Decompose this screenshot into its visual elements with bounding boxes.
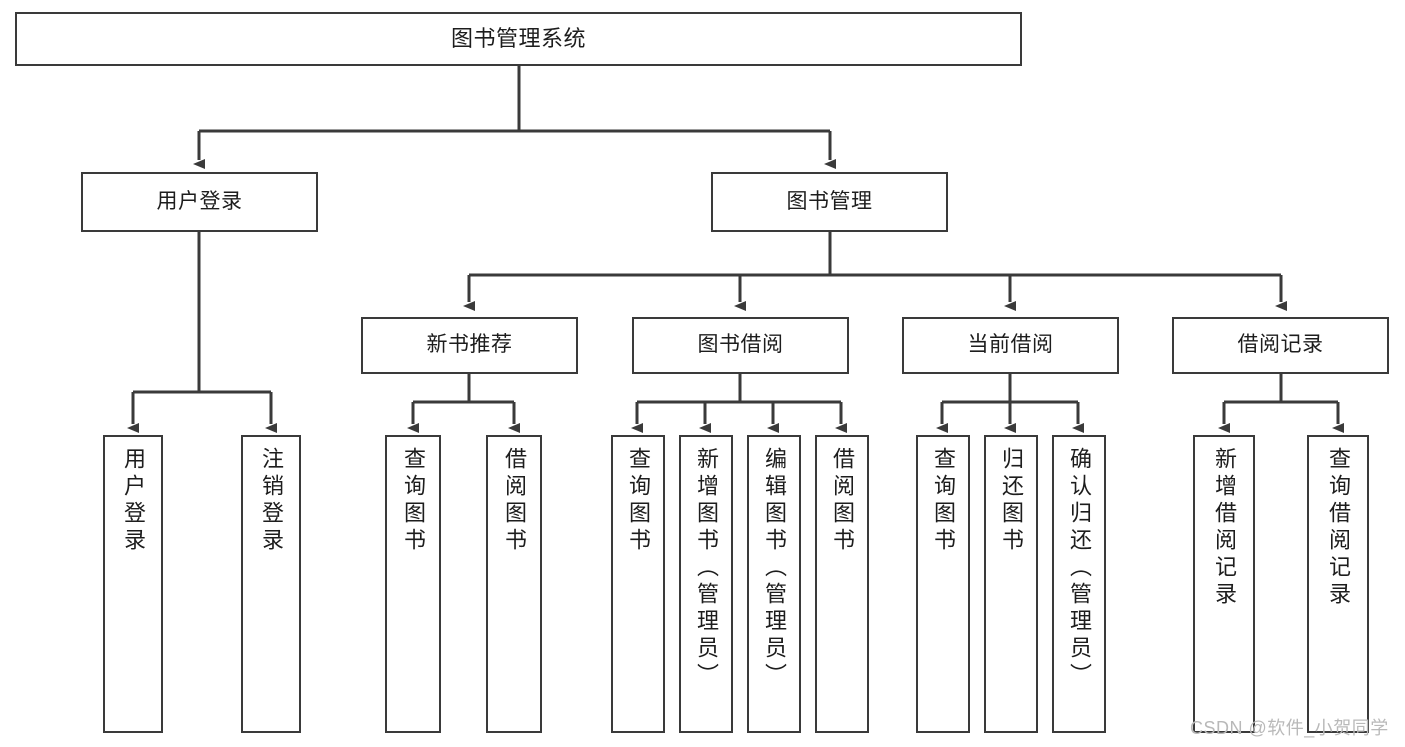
node-label: 借阅图书 bbox=[830, 447, 855, 555]
leaf-user-login-login[interactable]: 用户登录 bbox=[103, 435, 163, 733]
leaf-recommend-query-book[interactable]: 查询图书 bbox=[385, 435, 441, 733]
csdn-watermark: CSDN @软件_小贺同学 bbox=[1190, 718, 1389, 738]
node-label: 图书管理 bbox=[786, 189, 873, 213]
node-root-system[interactable]: 图书管理系统 bbox=[15, 12, 1022, 66]
leaf-record-query-record[interactable]: 查询借阅记录 bbox=[1307, 435, 1369, 733]
node-current-borrow[interactable]: 当前借阅 bbox=[902, 317, 1119, 374]
node-label: 新增图书（管理员） bbox=[694, 447, 719, 690]
node-label: 新书推荐 bbox=[426, 333, 513, 357]
node-label: 查询借阅记录 bbox=[1326, 447, 1351, 609]
leaf-borrow-edit-book[interactable]: 编辑图书（管理员） bbox=[747, 435, 801, 733]
leaf-recommend-borrow-book[interactable]: 借阅图书 bbox=[486, 435, 542, 733]
leaf-record-add-record[interactable]: 新增借阅记录 bbox=[1193, 435, 1255, 733]
node-label: 新增借阅记录 bbox=[1212, 447, 1237, 609]
node-user-login[interactable]: 用户登录 bbox=[81, 172, 318, 232]
node-label: 用户登录 bbox=[121, 447, 146, 555]
node-label: 注销登录 bbox=[259, 447, 284, 555]
node-label: 编辑图书（管理员） bbox=[762, 447, 787, 690]
leaf-current-query-book[interactable]: 查询图书 bbox=[916, 435, 970, 733]
node-label: 图书管理系统 bbox=[450, 26, 586, 52]
leaf-borrow-query-book[interactable]: 查询图书 bbox=[611, 435, 665, 733]
node-book-borrow[interactable]: 图书借阅 bbox=[632, 317, 849, 374]
leaf-user-login-logout[interactable]: 注销登录 bbox=[241, 435, 301, 733]
node-new-book-recommend[interactable]: 新书推荐 bbox=[361, 317, 578, 374]
node-label: 查询图书 bbox=[626, 447, 651, 555]
node-book-management[interactable]: 图书管理 bbox=[711, 172, 948, 232]
node-borrow-record[interactable]: 借阅记录 bbox=[1172, 317, 1389, 374]
leaf-current-confirm-return[interactable]: 确认归还（管理员） bbox=[1052, 435, 1106, 733]
node-label: 用户登录 bbox=[156, 189, 243, 213]
node-label: 借阅记录 bbox=[1237, 333, 1324, 357]
node-label: 归还图书 bbox=[999, 447, 1024, 555]
leaf-current-return-book[interactable]: 归还图书 bbox=[984, 435, 1038, 733]
node-label: 借阅图书 bbox=[502, 447, 527, 555]
node-label: 当前借阅 bbox=[967, 333, 1054, 357]
leaf-borrow-add-book[interactable]: 新增图书（管理员） bbox=[679, 435, 733, 733]
node-label: 图书借阅 bbox=[697, 333, 784, 357]
node-label: 确认归还（管理员） bbox=[1067, 447, 1092, 690]
node-label: 查询图书 bbox=[401, 447, 426, 555]
leaf-borrow-borrow-book[interactable]: 借阅图书 bbox=[815, 435, 869, 733]
node-label: 查询图书 bbox=[931, 447, 956, 555]
